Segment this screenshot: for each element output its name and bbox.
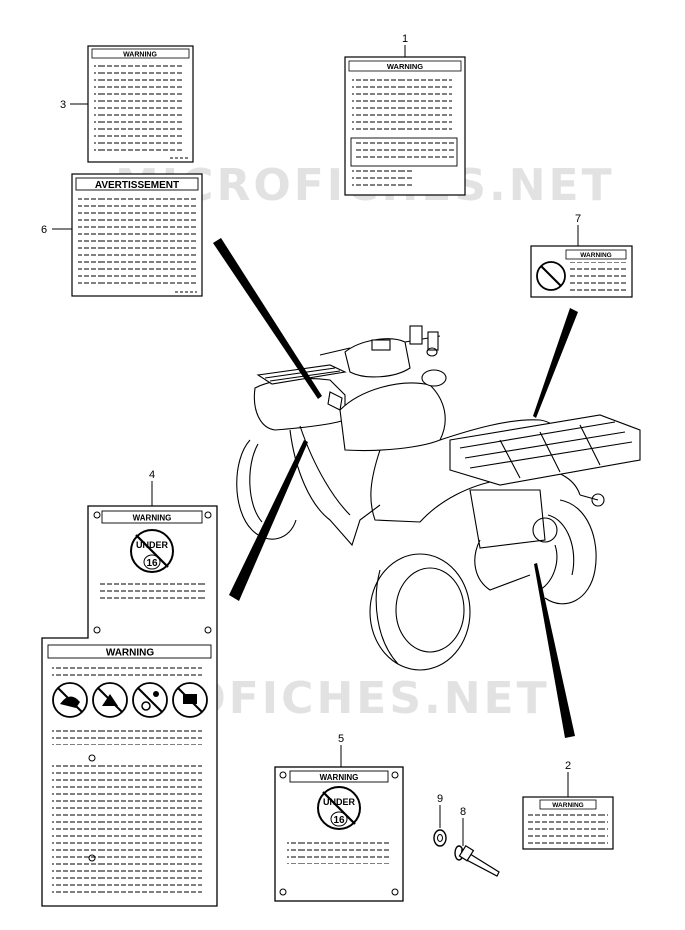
leader-wedges — [213, 238, 578, 738]
label-1-warning-decal: WARNING — [344, 56, 466, 196]
callout-6: 6 — [41, 224, 47, 236]
label-4-lower-title: WARNING — [106, 648, 155, 659]
label-4-age-text: 16 — [146, 558, 158, 569]
callout-leaders — [52, 45, 579, 846]
label-2-warning-decal: WARNING — [522, 796, 614, 850]
callout-1: 1 — [402, 33, 408, 45]
label-3-title: WARNING — [123, 52, 157, 59]
callout-9: 9 — [437, 793, 443, 805]
part-9-washer — [433, 829, 447, 847]
label-7-title: WARNING — [580, 252, 611, 259]
label-3-warning-decal: WARNING — [87, 45, 194, 163]
label-5-under-text: UNDER — [323, 797, 356, 807]
label-4-title: WARNING — [133, 514, 172, 523]
callout-8: 8 — [460, 806, 466, 818]
atv-illustration — [236, 325, 641, 671]
callout-4: 4 — [149, 469, 155, 481]
label-4-warning-decal: WARNING UNDER 16 WARNING — [41, 505, 218, 907]
label-4-under-text: UNDER — [136, 540, 169, 550]
part-8-rivet — [454, 844, 500, 877]
label-5-title: WARNING — [320, 773, 359, 782]
label-2-title: WARNING — [552, 802, 583, 809]
label-6-title: AVERTISSEMENT — [95, 180, 179, 191]
callout-7: 7 — [575, 213, 581, 225]
callout-2: 2 — [565, 760, 571, 772]
pictogram-row — [52, 682, 208, 718]
label-5-age-text: 16 — [333, 815, 345, 826]
callout-numbers: 1 2 3 4 5 6 7 8 9 — [41, 33, 581, 818]
label-7-warning-decal: WARNING — [530, 245, 633, 298]
label-1-title: WARNING — [387, 62, 423, 71]
callout-5: 5 — [338, 733, 344, 745]
label-5-warning-decal: WARNING UNDER 16 — [274, 766, 404, 902]
callout-3: 3 — [60, 99, 66, 111]
label-6-avertissement-decal: AVERTISSEMENT — [71, 173, 203, 297]
